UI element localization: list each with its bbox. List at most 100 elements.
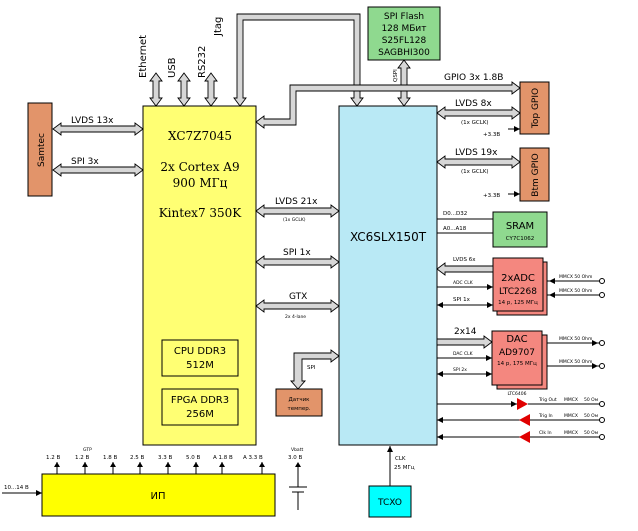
label-2x14: 2x14 [454, 327, 477, 337]
arrow-usb [177, 72, 191, 107]
label-clk-in: Clk In [539, 430, 552, 436]
label-spi1b: SPI 1x [453, 297, 471, 303]
label-lvds21: LVDS 21x [275, 197, 318, 207]
rail-2: 1.2 B [75, 455, 89, 461]
label-a0a18: A0...A18 [443, 226, 467, 232]
dac-part: AD9707 [499, 348, 535, 358]
label-mmcx7: MMCX [564, 430, 578, 436]
spi-flash-block: SPI Flash 128 МБит S25FL128 SAGBHI300 [367, 6, 441, 61]
label-gclk1: (1x GCLK) [461, 120, 489, 126]
rail-4: 2.5 B [130, 455, 144, 461]
rail-9-note: Vbatt [291, 447, 303, 453]
dac-spec: 14 р, 175 МГц [497, 361, 537, 367]
arrow-spi1 [255, 255, 340, 269]
sram-name: SRAM [506, 221, 534, 232]
adc-spec: 14 р, 125 МГц [498, 300, 538, 306]
arrow-qspi [397, 59, 411, 107]
fpga-ddr3-block: FPGA DDR3 256M [161, 388, 239, 426]
adc-block: 2xADC LTC2268 14 р, 125 МГц [492, 257, 548, 316]
arrow-lvds6 [436, 262, 494, 276]
top-gpio-label: Top GPIO [531, 88, 541, 129]
label-lvds8: LVDS 8x [455, 99, 492, 109]
label-lvds6: LVDS 6x [453, 257, 476, 263]
spi-flash-l3: S25FL128 [382, 36, 427, 46]
label-spi3: SPI 3x [71, 157, 99, 167]
samtec-block: Samtec [27, 102, 53, 197]
adc-part: LTC2268 [499, 287, 537, 297]
sram-block: SRAM CY7C1062 [492, 211, 548, 248]
label-dac-clk: DAC CLK [453, 351, 474, 357]
label-lvds13: LVDS 13x [71, 116, 114, 126]
arrow-spi-temp [290, 349, 340, 390]
arrow-rs232 [204, 72, 218, 107]
cpu-ddr3-block: CPU DDR3 512M [161, 339, 239, 377]
label-usb: USB [167, 57, 178, 78]
adc-name: 2xADC [501, 273, 535, 284]
samtec-label: Samtec [37, 133, 47, 167]
label-om7: 50 Ом [584, 430, 598, 436]
arrow-spi3 [52, 163, 144, 177]
label-gtx: GTX [289, 292, 307, 302]
arrow-lvds21 [255, 204, 340, 218]
label-mmcx2: MMCX 50 Ohm [559, 288, 592, 294]
arrow-2x14 [436, 335, 493, 349]
psu-block: ИП [41, 473, 276, 517]
rail-8: A 3.3 B [243, 455, 263, 461]
label-mmcx5: MMCX [564, 397, 578, 403]
label-rs232: RS232 [197, 46, 208, 78]
label-adc-clk: ADC CLK [453, 280, 474, 286]
arrow-lvds8 [436, 106, 521, 120]
label-vin: 10...14 B [4, 485, 29, 491]
rail-7: A 1.8 B [213, 455, 233, 461]
cpu-ddr3-size: 512M [186, 360, 214, 371]
label-clk: CLK [395, 456, 406, 462]
spi-flash-l1: SPI Flash [384, 12, 424, 22]
zynq-name: XC7Z7045 [168, 129, 232, 143]
cpu-ddr3-name: CPU DDR3 [174, 346, 226, 357]
temp-sensor-block: Датчик темпер. [275, 388, 323, 417]
spi-flash-l4: SAGBHI300 [378, 48, 430, 58]
rail-9: 3.0 B [288, 455, 302, 461]
label-mmcx4: MMCX 50 Ohm [559, 359, 592, 365]
arrow-gpio3 [255, 81, 521, 129]
label-v33b: +3.3B [483, 193, 500, 199]
rail-2-note: GTP [83, 447, 92, 453]
rail-5: 3.3 B [158, 455, 172, 461]
arrow-lvds19 [436, 155, 521, 169]
dac-block: DAC AD9707 14 р, 175 МГц LTC6406 [491, 330, 548, 397]
label-gclk3: (1x GCLK) [283, 217, 306, 223]
sensor-l2: темпер. [288, 406, 311, 412]
btm-gpio-block: Btm GPIO [519, 147, 550, 202]
label-lvds19: LVDS 19x [455, 148, 498, 158]
label-ethernet: Ethernet [138, 35, 149, 78]
arrow-gtx [255, 299, 340, 313]
rail-1: 1.2 B [46, 455, 60, 461]
label-lane: 2x 4-lane [285, 314, 306, 320]
spi-flash-l2: 128 МБит [381, 24, 426, 34]
sensor-l1: Датчик [288, 397, 310, 403]
tcxo-label: TCXO [377, 498, 402, 508]
zynq-freq: 900 МГц [173, 176, 228, 190]
label-gpio3: GPIO 3x 1.8B [444, 73, 503, 83]
label-om6: 50 Ом [584, 413, 598, 419]
label-mmcx1: MMCX 50 Ohm [559, 274, 592, 280]
label-d0d32: D0...D32 [443, 211, 467, 217]
label-gclk2: (1x GCLK) [461, 169, 489, 175]
fpga-ddr3-name: FPGA DDR3 [171, 395, 229, 406]
label-spi2: SPI 2x [453, 367, 467, 373]
rail-3: 1.8 B [103, 455, 117, 461]
label-jtag: Jtag [213, 17, 224, 37]
top-gpio-block: Top GPIO [519, 81, 550, 135]
zynq-fpga: Kintex7 350K [159, 206, 243, 220]
label-trig-in: Trig In [538, 413, 553, 419]
arrow-lvds13 [52, 122, 144, 136]
ltc-label: LTC6406 [508, 391, 527, 397]
label-mmcx3: MMCX 50 Ohm [559, 336, 592, 342]
label-clk-freq: 25 МГц [394, 465, 415, 471]
rail-labels: 1.2 B 1.2 B GTP 1.8 B 2.5 B 3.3 B 5.0 B … [46, 447, 303, 461]
dac-name: DAC [506, 334, 527, 345]
spartan-block: XC6SLX150T [338, 105, 438, 446]
arrow-jtag [233, 13, 364, 107]
psu-label: ИП [151, 491, 166, 502]
